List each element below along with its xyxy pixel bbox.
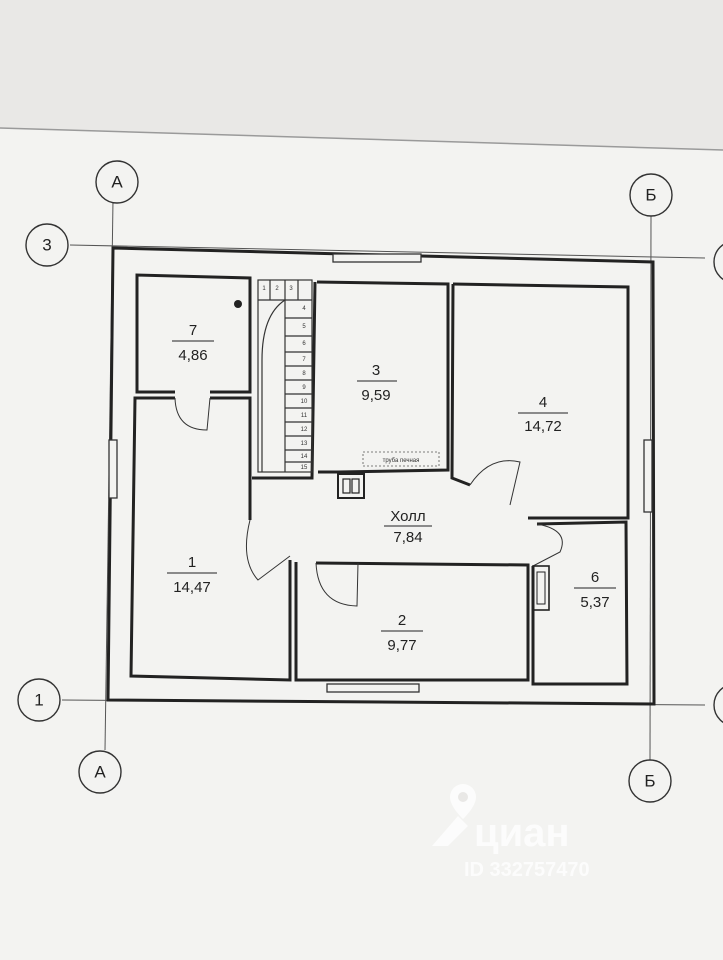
door-room-2 [315, 562, 359, 607]
step-number: 4 [302, 306, 306, 312]
door-room-4 [469, 460, 521, 506]
window-left [108, 439, 118, 499]
room-label-4: 4 14,72 [518, 394, 568, 435]
step-number: 14 [301, 454, 308, 460]
room-label-7: 7 4,86 [172, 322, 214, 364]
room-number: 1 [188, 554, 196, 571]
watermark-brand: циан [474, 811, 570, 855]
room-4-wall-left [450, 283, 471, 487]
step-number: 11 [301, 413, 308, 419]
step-number: 5 [302, 324, 306, 330]
room-2-wall [294, 561, 530, 682]
room-number: 2 [398, 612, 406, 629]
chimney-label: труба печная [383, 458, 420, 464]
axis-label: 1 [34, 690, 43, 709]
room-area: 9,59 [361, 387, 390, 404]
axis-bubble-b-top: Б [629, 173, 673, 217]
room-area: 14,47 [173, 579, 211, 596]
room-area: 4,86 [178, 347, 207, 364]
windows [108, 253, 653, 693]
room-number: 7 [189, 322, 197, 339]
staircase: 1 2 3 4 5 6 7 8 9 10 11 12 13 14 15 [234, 279, 313, 473]
watermark: циан ID 332757470 [432, 784, 590, 881]
axis-bubble-a-top: А [95, 160, 139, 204]
step-number: 7 [302, 357, 306, 363]
room-number: 6 [591, 569, 599, 586]
location-pin-icon [432, 784, 476, 846]
axis-bubble-1: 1 [17, 678, 61, 722]
room-label-2: 2 9,77 [381, 612, 423, 654]
room-label-1: 1 14,47 [167, 554, 217, 596]
step-number: 13 [301, 441, 308, 447]
step-number: 12 [301, 427, 308, 433]
room-number: 3 [372, 362, 380, 379]
step-number: 2 [275, 286, 279, 292]
room-number: Холл [390, 508, 425, 525]
door-room-6 [532, 523, 563, 567]
axis-bubble-a-bottom: А [78, 750, 122, 794]
stair-marker-icon [234, 300, 242, 308]
door-room-1-hall [245, 519, 291, 581]
room-3-wall [316, 280, 450, 474]
stair-wall [252, 281, 317, 480]
room-4-wall [452, 282, 630, 520]
step-number: 1 [262, 286, 266, 292]
axis-bubble-b-bottom: Б [628, 759, 672, 803]
room-6-wall [531, 520, 629, 686]
room-label-6: 6 5,37 [574, 569, 616, 611]
axis-bubble-3-right [713, 243, 723, 281]
room-label-3: 3 9,59 [357, 362, 397, 404]
step-number: 6 [302, 341, 306, 347]
stove [532, 565, 550, 611]
room-label-hall: Холл 7,84 [384, 508, 432, 546]
room-number: 4 [539, 394, 547, 411]
axis-label: А [94, 762, 106, 781]
room-area: 7,84 [393, 529, 422, 546]
room-area: 5,37 [580, 594, 609, 611]
watermark-id: ID 332757470 [464, 859, 590, 881]
room-area: 9,77 [387, 637, 416, 654]
step-number: 8 [302, 371, 306, 377]
axis-label: Б [644, 771, 655, 790]
axis-bubble-1-right [713, 686, 723, 724]
step-number: 15 [301, 465, 308, 471]
room-1-wall [129, 396, 292, 682]
window-right [643, 439, 653, 513]
room-1-wall-right [210, 396, 252, 520]
paper-sheet [0, 128, 723, 960]
window-top [332, 253, 422, 263]
step-number: 3 [289, 286, 293, 292]
outer-wall [106, 246, 656, 706]
axis-label: Б [645, 185, 656, 204]
room-area: 14,72 [524, 418, 562, 435]
step-number: 10 [301, 399, 308, 405]
axis-label: А [111, 172, 123, 191]
chimney: труба печная [337, 451, 440, 499]
axis-label: 3 [42, 235, 51, 254]
window-bottom [326, 683, 420, 693]
room-7-wall [135, 273, 252, 394]
axis-bubble-3: 3 [25, 223, 69, 267]
door-room-1 [174, 397, 211, 431]
step-number: 9 [302, 385, 306, 391]
doors [174, 397, 563, 607]
